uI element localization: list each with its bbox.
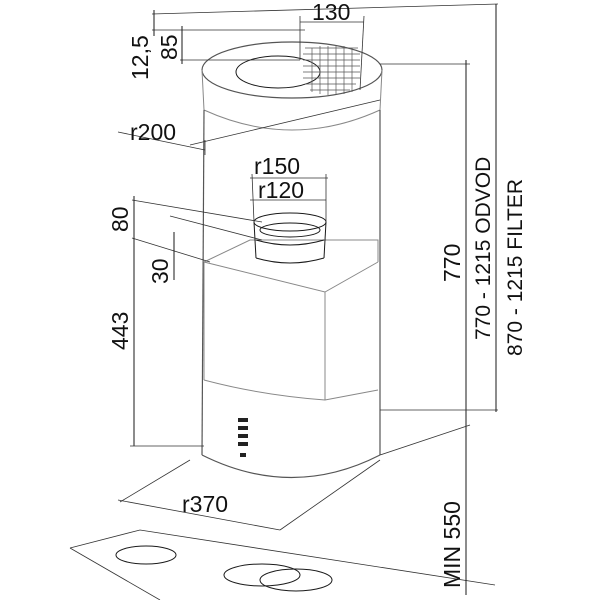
motor-housing	[203, 239, 379, 401]
label-12-5: 12,5	[127, 35, 153, 80]
filter-hatch-icon	[303, 46, 360, 95]
label-85: 85	[156, 34, 182, 60]
label-770: 770	[439, 244, 465, 282]
label-443: 443	[107, 312, 133, 350]
label-870-1215-filter: 870 - 1215 FILTER	[504, 179, 527, 356]
label-80: 80	[107, 206, 133, 232]
burner-3	[259, 568, 333, 592]
label-r120: r120	[258, 177, 304, 203]
hood-cylinder	[201, 41, 383, 479]
button-1[interactable]	[238, 418, 248, 422]
button-3[interactable]	[238, 434, 248, 438]
button-light[interactable]	[240, 453, 246, 457]
label-min-550: MIN 550	[439, 501, 465, 588]
button-2[interactable]	[238, 426, 248, 430]
control-buttons[interactable]	[238, 418, 248, 457]
label-130: 130	[312, 0, 350, 25]
label-r200: r200	[130, 119, 176, 145]
label-r370: r370	[182, 491, 228, 517]
button-4[interactable]	[238, 442, 248, 446]
burner-2	[223, 563, 301, 587]
dimension-labels: 12,5 85 130 r200 r150 r120 80 30 443 770…	[107, 0, 527, 588]
burner-1	[115, 545, 177, 565]
label-30: 30	[147, 258, 173, 284]
cooktop	[69, 529, 496, 600]
label-770-1215-odvod: 770 - 1215 ODVOD	[472, 157, 495, 340]
inner-duct	[253, 212, 327, 264]
dimension-lines	[117, 3, 499, 595]
label-r150: r150	[254, 153, 300, 179]
